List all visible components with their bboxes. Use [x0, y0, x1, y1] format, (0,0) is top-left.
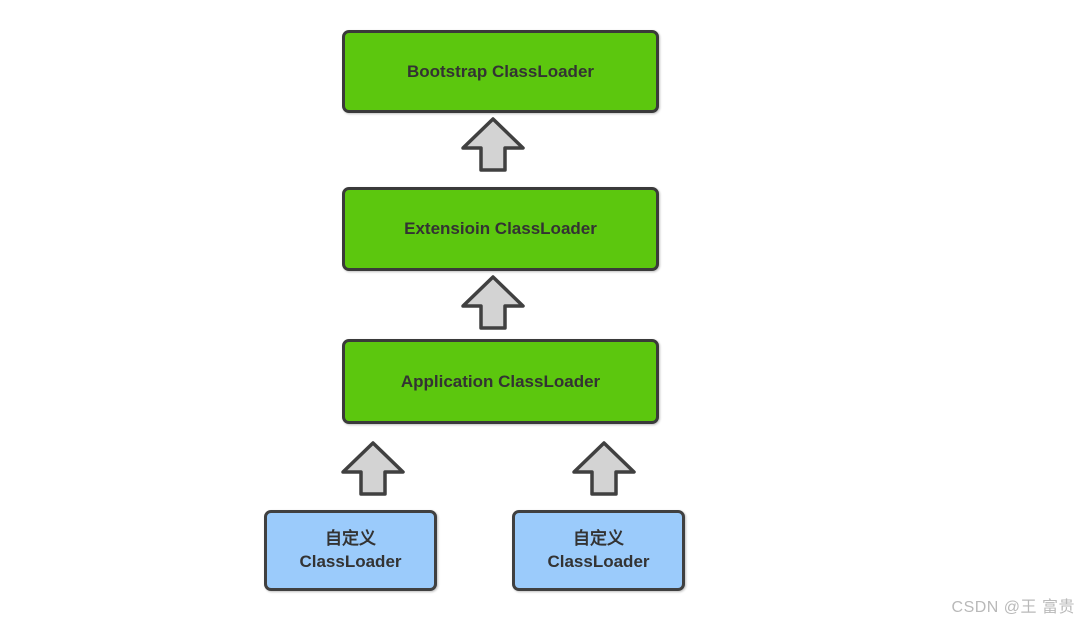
csdn-watermark: CSDN @王 富贵 — [951, 599, 1075, 616]
node-label-line1: 自定义 — [573, 528, 624, 548]
node-label-line2: ClassLoader — [299, 551, 402, 571]
node-label: Extensioin ClassLoader — [404, 219, 597, 238]
node-label-line1: 自定义 — [325, 528, 376, 548]
node-application-classloader: Application ClassLoader — [342, 339, 659, 424]
node-custom-classloader-right: 自定义 ClassLoader — [512, 510, 685, 591]
node-custom-classloader-left: 自定义 ClassLoader — [264, 510, 437, 591]
up-arrow-icon — [572, 441, 636, 496]
up-arrow-icon — [341, 441, 405, 496]
node-label: Application ClassLoader — [400, 371, 601, 391]
node-label-line2: ClassLoader — [547, 551, 650, 571]
node-bootstrap-classloader: Bootstrap ClassLoader — [342, 30, 659, 113]
up-arrow-icon — [461, 275, 525, 330]
up-arrow-icon — [461, 117, 525, 172]
node-extension-classloader: Extensioin ClassLoader — [342, 187, 659, 271]
node-label: Bootstrap ClassLoader — [406, 61, 595, 81]
